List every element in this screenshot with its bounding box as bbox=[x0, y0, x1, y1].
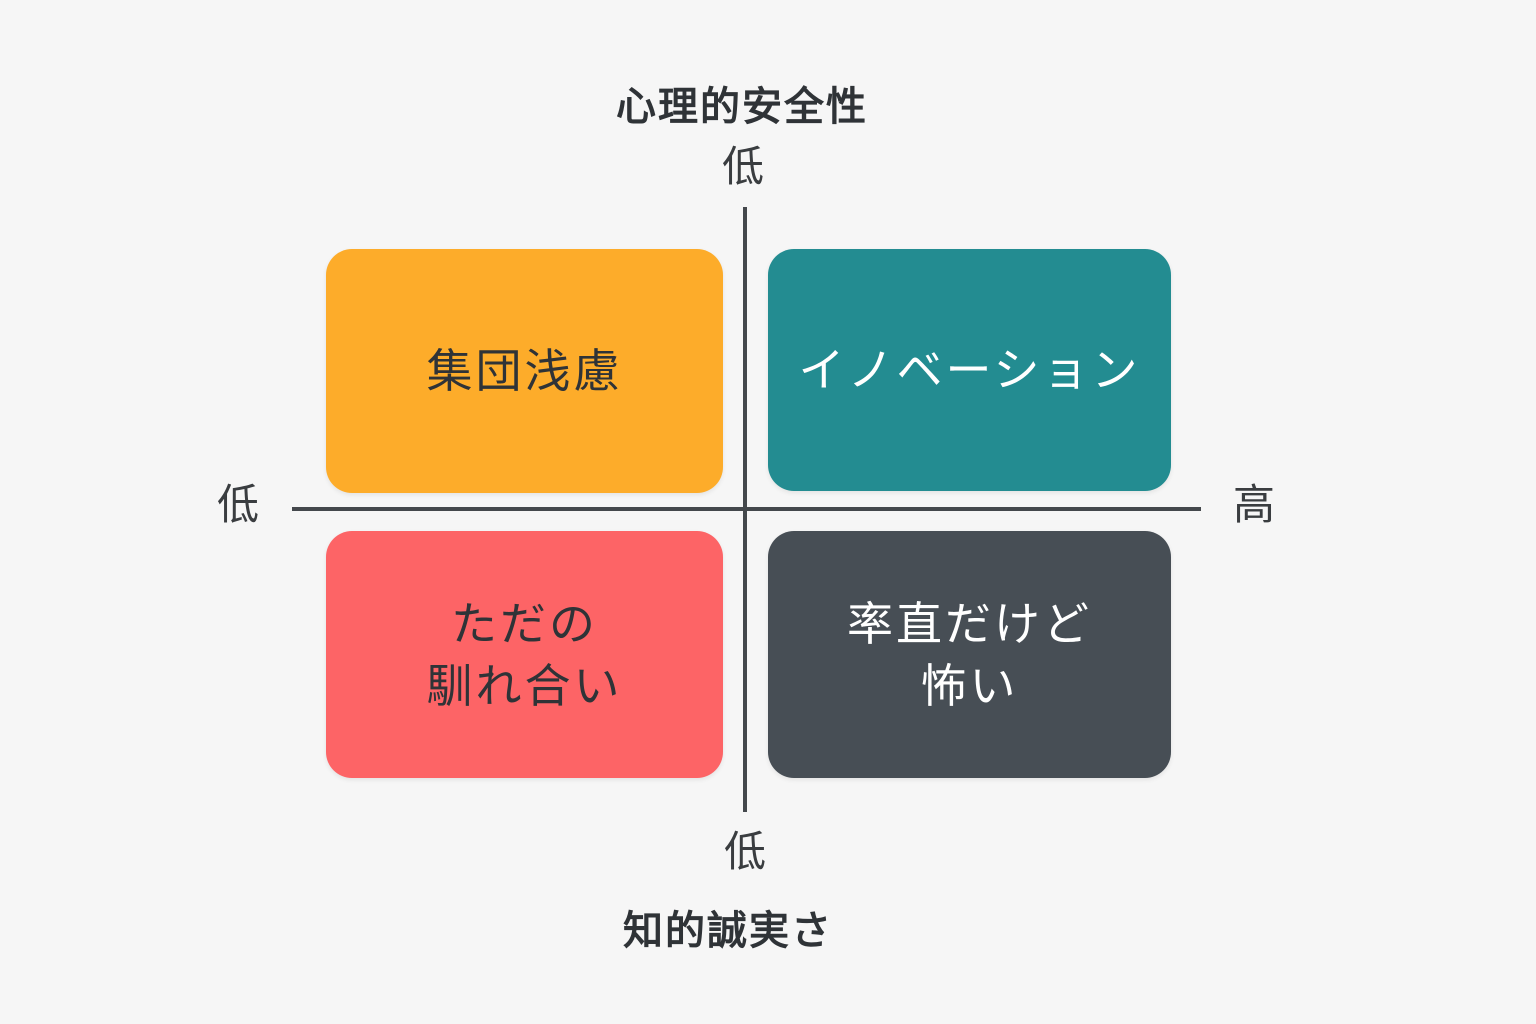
quadrant-bottom-left-label-line-2: 馴れ合い bbox=[426, 658, 623, 713]
quadrant-top-right-label: イノベーション bbox=[798, 343, 1141, 397]
quadrant-bottom-right-label-line-2: 怖い bbox=[920, 658, 1019, 713]
quadrant-bottom-left-label-line-1: ただの bbox=[451, 596, 598, 651]
horizontal-axis-left-label: 低 bbox=[217, 480, 260, 529]
quadrant-top-right: イノベーション bbox=[768, 249, 1171, 491]
horizontal-axis-line bbox=[292, 507, 1201, 511]
quadrant-bottom-right-label-line-1: 率直だけど bbox=[847, 596, 1092, 651]
quadrant-top-left-label: 集団浅慮 bbox=[426, 344, 623, 398]
quadrant-bottom-left: ただの 馴れ合い bbox=[326, 531, 723, 778]
vertical-axis-bottom-label: 低 bbox=[724, 827, 767, 876]
horizontal-axis-title: 知的誠実さ bbox=[623, 908, 833, 954]
vertical-axis-title: 心理的安全性 bbox=[616, 84, 868, 130]
vertical-axis-top-label: 低 bbox=[722, 142, 765, 191]
horizontal-axis-right-label: 高 bbox=[1233, 480, 1276, 529]
quadrant-top-left: 集団浅慮 bbox=[326, 249, 723, 493]
quadrant-bottom-right: 率直だけど 怖い bbox=[768, 531, 1171, 778]
